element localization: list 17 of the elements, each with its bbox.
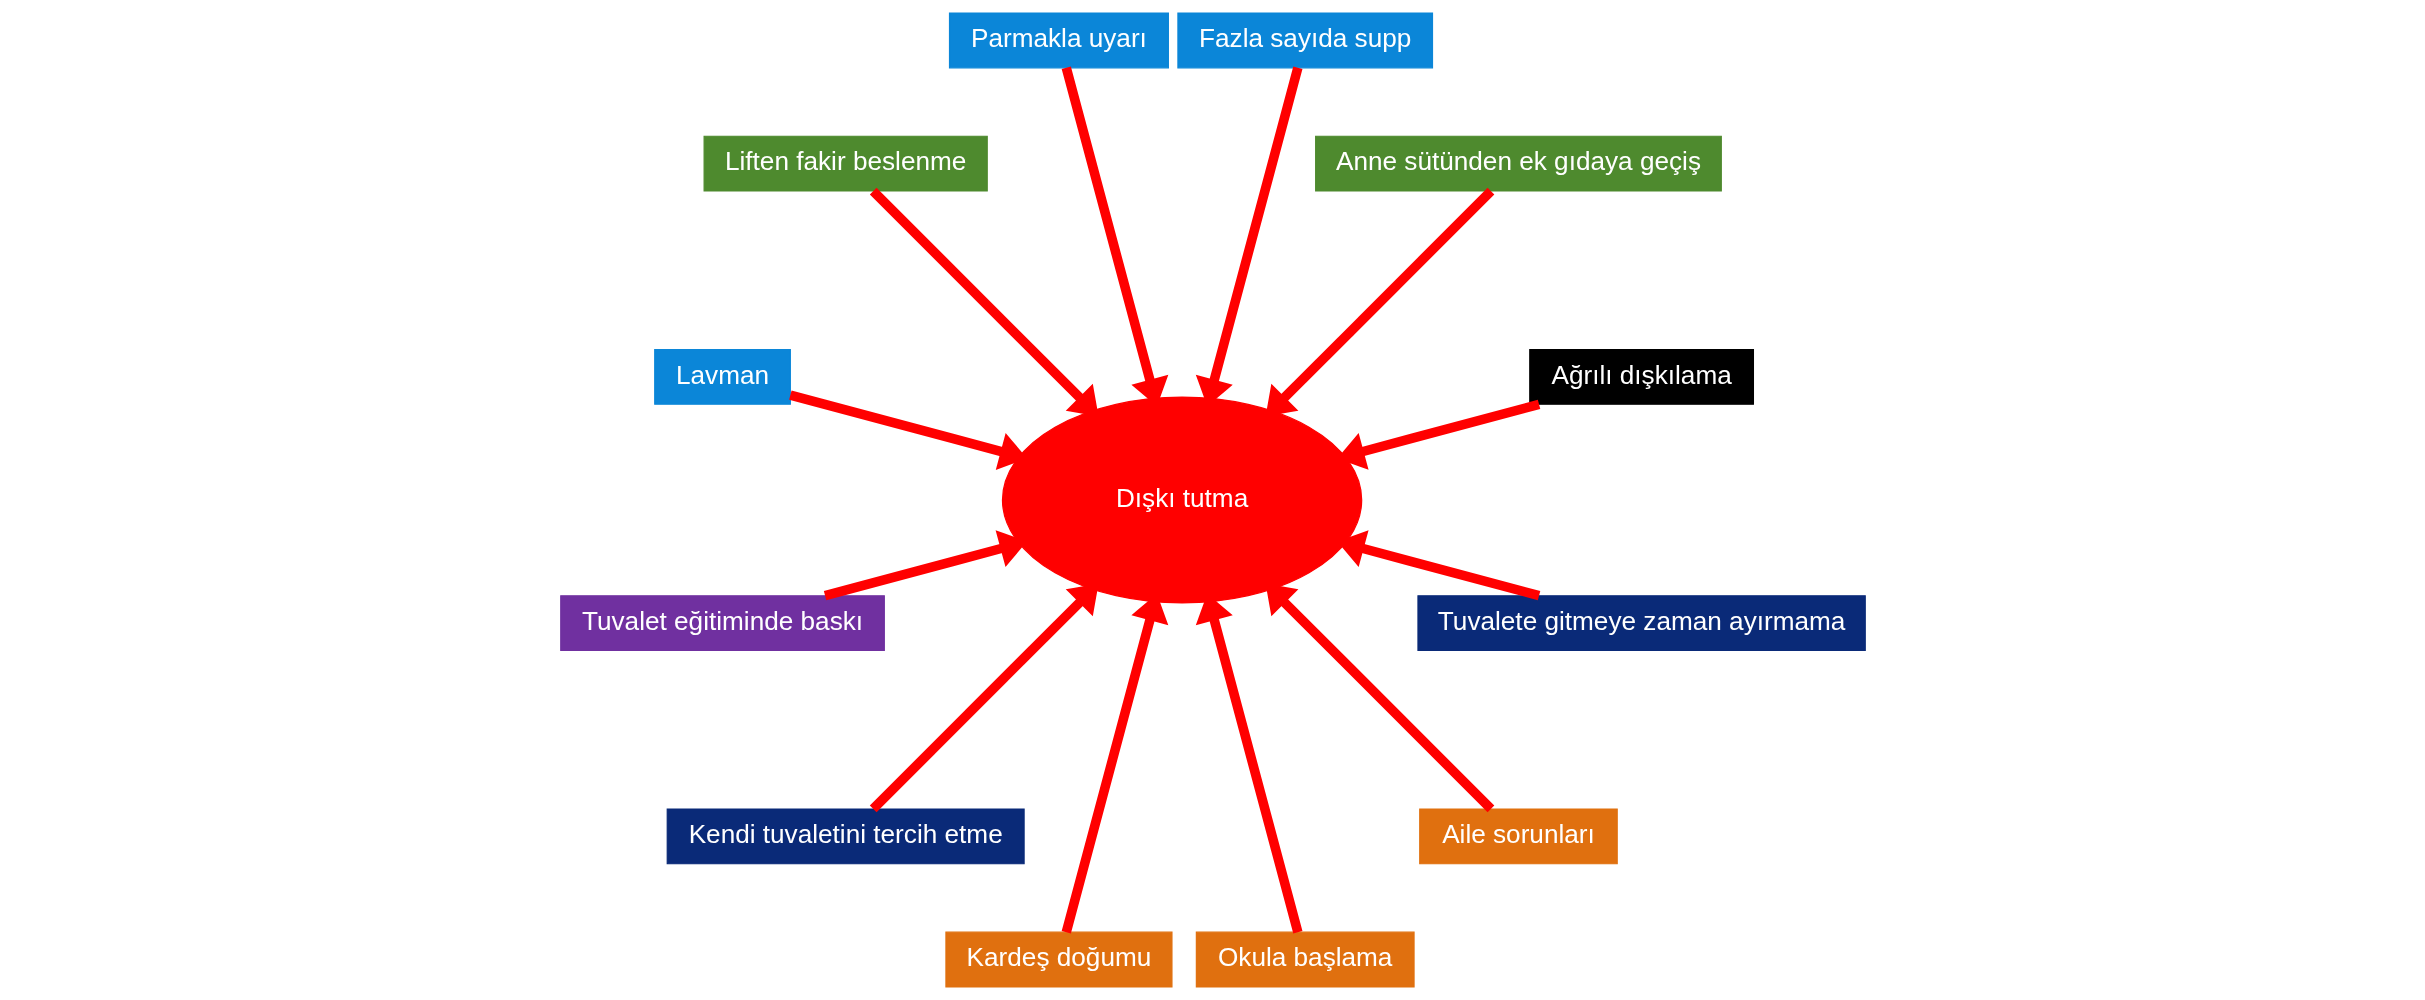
node-box: Tuvalet eğitiminde baskı xyxy=(559,595,885,652)
node-ellipse: Dışkı tutma xyxy=(1001,396,1362,604)
node-box: Aile sorunları xyxy=(1418,808,1618,865)
arrow xyxy=(869,583,1099,813)
node-box: Lavman xyxy=(653,348,791,405)
node-box: Liften fakir beslenme xyxy=(703,135,988,192)
node-box: Okula başlama xyxy=(1195,931,1415,988)
arrow xyxy=(1265,187,1494,417)
node-box: Fazla sayıda supp xyxy=(1176,12,1433,69)
node-box: Ağrılı dışkılama xyxy=(1528,348,1754,405)
node-box: Kendi tuvaletini tercih etme xyxy=(666,808,1025,865)
node-box: Tuvalete gitmeye zaman ayırmama xyxy=(1416,595,1866,652)
arrow xyxy=(869,187,1099,417)
node-box: Parmakla uyarı xyxy=(948,12,1169,69)
node-box: Kardeş doğumu xyxy=(944,931,1173,988)
arrow xyxy=(1265,583,1494,813)
node-box: Anne sütünden ek gıdaya geçiş xyxy=(1314,135,1722,192)
